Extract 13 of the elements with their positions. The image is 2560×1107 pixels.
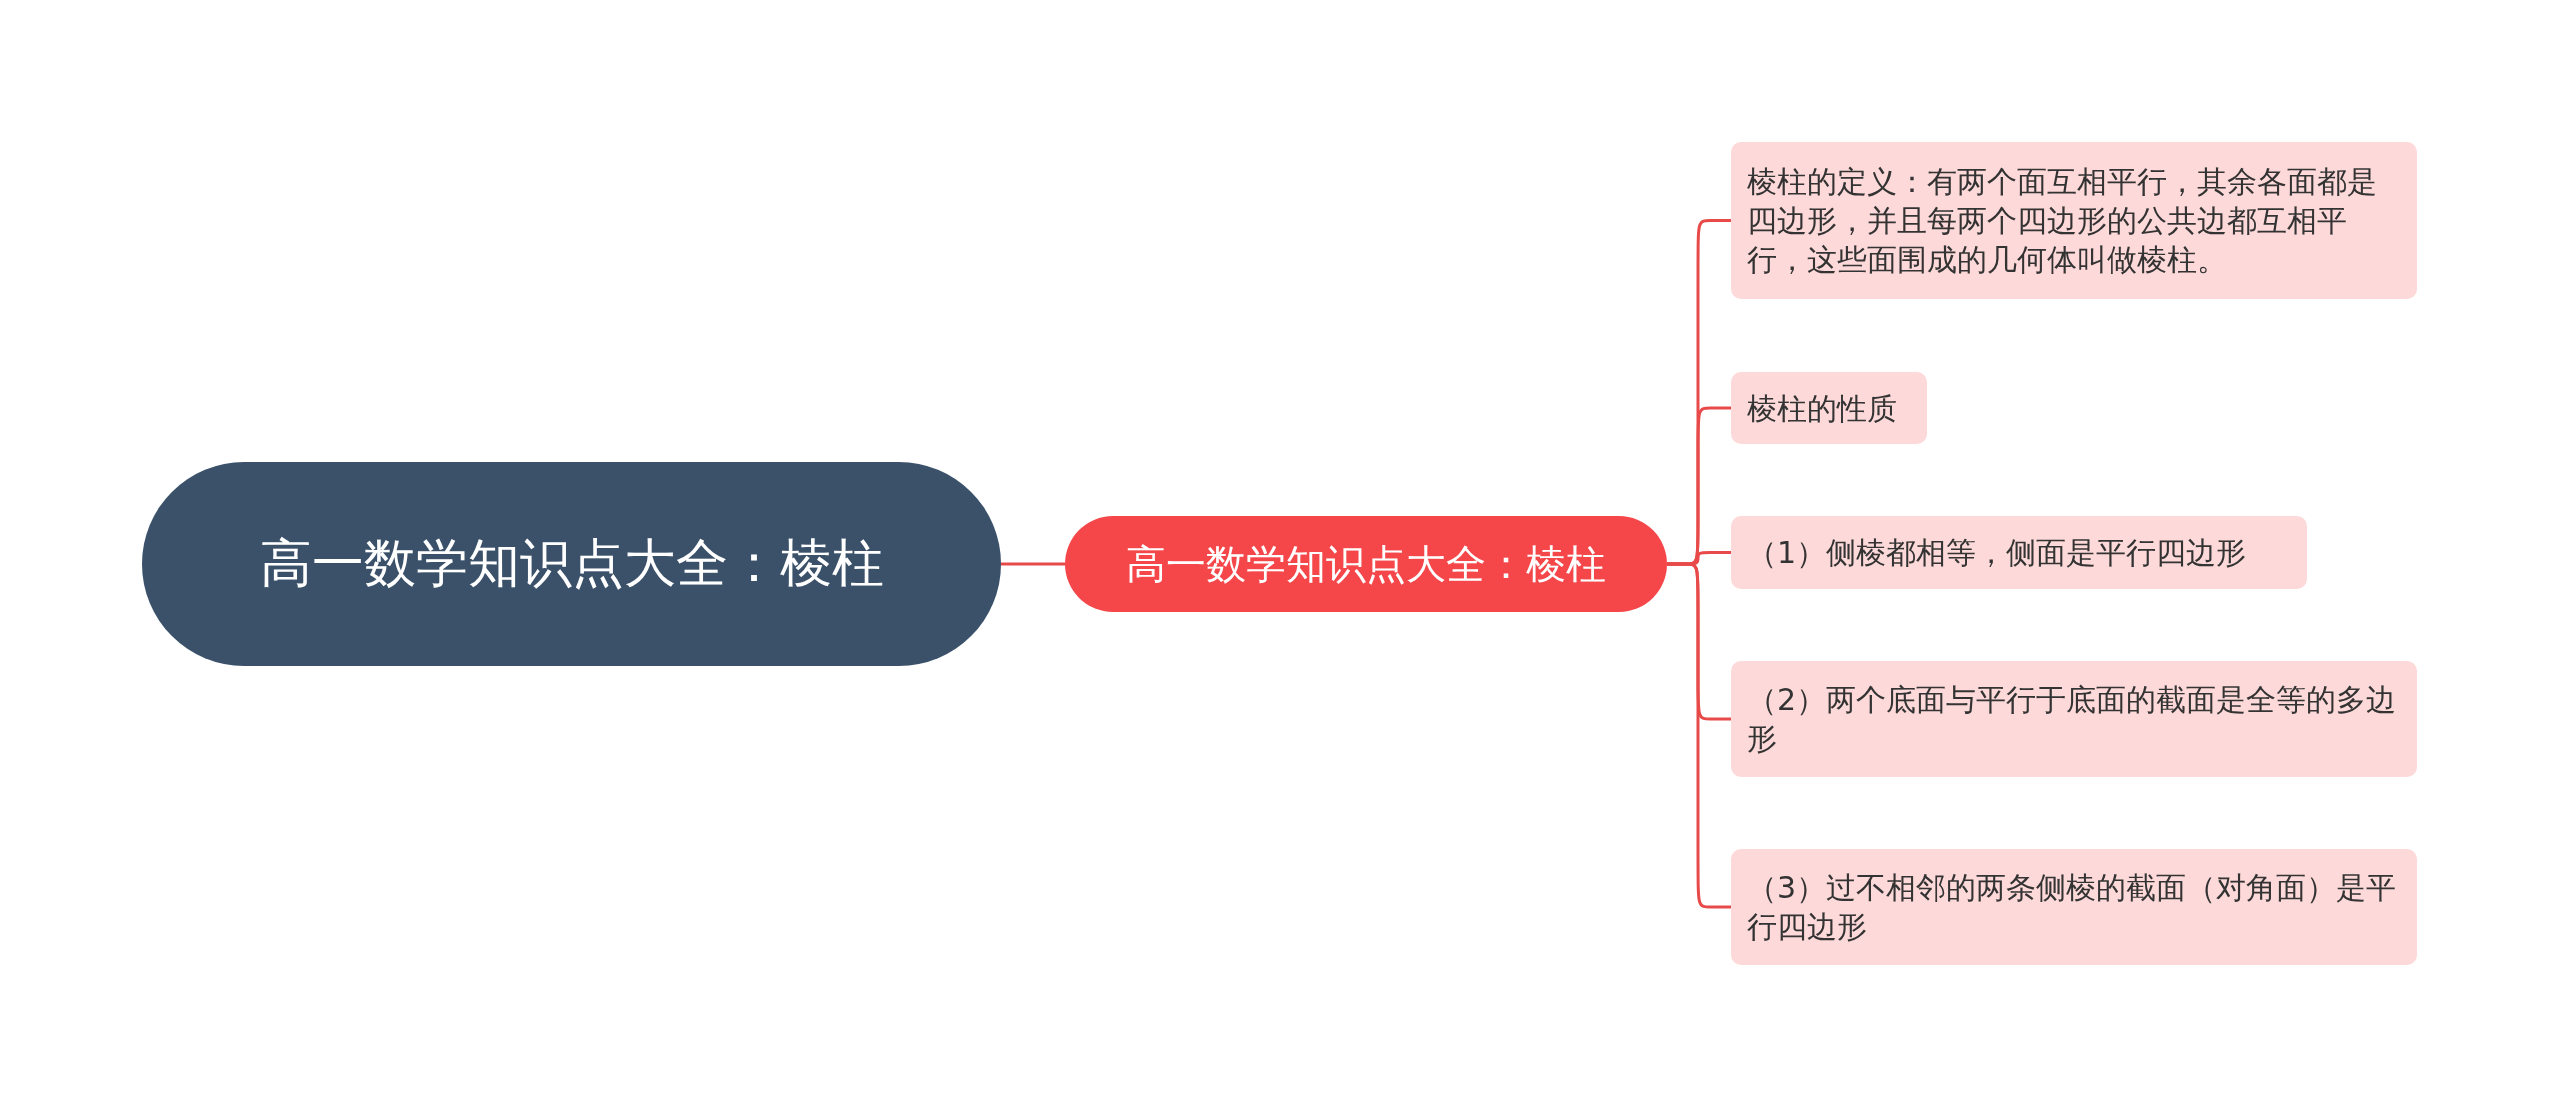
subtopic-box [1731,142,2417,299]
topic-text: 棱柱的性质 [1747,389,1897,428]
topic-text: 高一数学知识点大全：棱柱 [1126,540,1606,589]
subtopic-box [1731,516,2307,589]
topic-text: （2）两个底面与平行于底面的截面是全等的多边形 [1747,681,2398,758]
topic-text: 高一数学知识点大全：棱柱 [259,532,884,596]
subtopic-box [1731,661,2417,777]
topic-text: （1）侧棱都相等，侧面是平行四边形 [1747,534,2247,572]
connector-line [1001,562,1065,566]
topic-text: （3）过不相邻的两条侧棱的截面（对角面）是平行四边形 [1747,869,2398,946]
subtopic-box [1731,849,2417,965]
subtopic-box [1731,372,1927,444]
topic-text: 棱柱的定义：有两个面互相平行，其余各面都是四边形，并且每两个四边形的公共边都互相平行，这些面围成的几何体叫做棱柱。 [1747,163,2378,279]
